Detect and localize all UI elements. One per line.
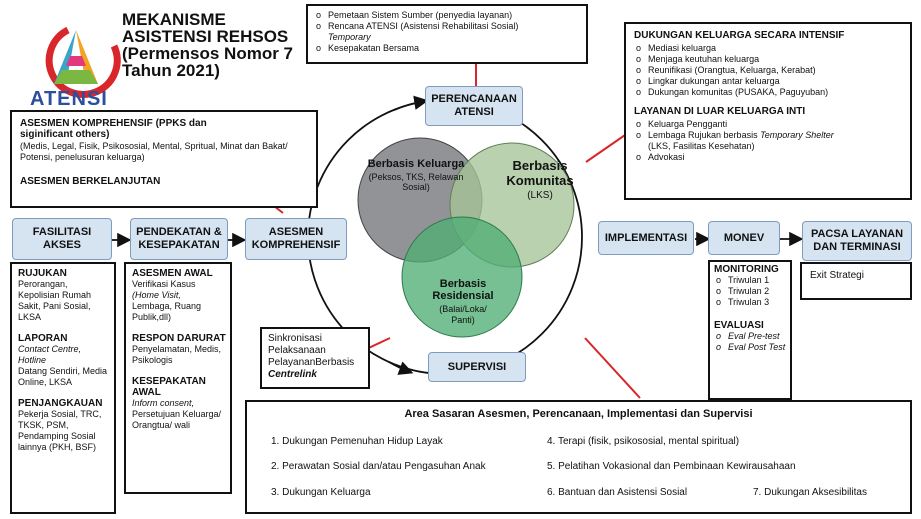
monitoring-list: Triwulan 1 Triwulan 2 Triwulan 3 (714, 275, 786, 308)
dukungan-item: Menjaga keutuhan keluarga (634, 54, 902, 65)
ring-arrow-top (393, 95, 429, 111)
sinkronisasi-box: Sinkronisasi Pelaksanaan PelayananBerbas… (260, 327, 370, 389)
top-list-item2-italic: Temporary (328, 32, 371, 42)
venn-komunitas-sub: (LKS) (527, 190, 553, 201)
monitoring-item: Triwulan 2 (714, 286, 786, 297)
area-item-1: 1. Dukungan Pemenuhan Hidup Layak (271, 436, 443, 447)
venn-komunitas-title: Berbasis Komunitas (506, 158, 574, 188)
laporan-heading: LAPORAN (18, 333, 68, 344)
top-list-item2-text: Rencana ATENSI (Asistensi Rehabilitasi S… (328, 21, 519, 31)
node-fasilitasi[interactable]: FASILITASI AKSES (12, 218, 112, 260)
left-column-box: RUJUKAN Perorangan, Kepolisian Rumah Sak… (10, 262, 116, 514)
asesmen-heading2: siginificant others) (20, 129, 110, 140)
node-monev[interactable]: MONEV (708, 221, 780, 255)
laporan-body: Datang Sendiri, Media Online, LKSA (18, 366, 108, 387)
area-sasaran-title: Area Sasaran Asesmen, Perencanaan, Imple… (404, 408, 753, 420)
area-sasaran-box: Area Sasaran Asesmen, Perencanaan, Imple… (245, 400, 912, 514)
monitoring-heading: MONITORING (714, 264, 779, 275)
sinkronisasi-text: Sinkronisasi Pelaksanaan PelayananBerbas… (268, 333, 355, 368)
top-list-item1: Pemetaan Sistem Sumber (penyedia layanan… (314, 10, 580, 21)
area-item-7: 7. Dukungan Aksesibilitas (753, 487, 867, 498)
node-perencanaan[interactable]: PERENCANAAN ATENSI (425, 86, 523, 126)
evaluasi-list: Eval Pre-test Eval Post Test (714, 331, 786, 353)
penjangkauan-body: Pekerja Sosial, TRC, TKSK, PSM, Pendampi… (18, 409, 102, 452)
page-title: MEKANISME ASISTENSI REHSOS (Permensos No… (122, 11, 293, 79)
layanan-list: Keluarga Pengganti Lembaga Rujukan berba… (634, 119, 902, 163)
asesmen-heading: ASESMEN KOMPREHENSIF (PPKS dan (20, 118, 207, 129)
venn-komunitas-label: Berbasis Komunitas (LKS) (500, 158, 580, 202)
venn-residensial-label: Berbasis Residensial (Balai/Loka/ Panti) (408, 278, 518, 326)
evaluasi-heading: EVALUASI (714, 320, 764, 331)
mid-column-box: ASESMEN AWAL Verifikasi Kasus (Home Visi… (124, 262, 232, 494)
dukungan-item: Reunifikasi (Orangtua, Keluarga, Kerabat… (634, 65, 902, 76)
evaluasi-item: Eval Pre-test (714, 331, 786, 342)
layanan-item-italic: Temporary Shelter (760, 130, 834, 140)
venn-keluarga-title: Berbasis Keluarga (367, 158, 465, 170)
title-line1: MEKANISME (122, 10, 226, 29)
logo-text: ATENSI (30, 88, 108, 110)
dukungan-keluarga-box: DUKUNGAN KELUARGA SECARA INTENSIF Medias… (624, 22, 912, 200)
asesmen-awal-body2: Lembaga, Ruang Publik,dll) (132, 301, 202, 322)
node-pasca[interactable]: PACSA LAYANAN DAN TERMINASI (802, 221, 912, 261)
layanan-item: Keluarga Pengganti (634, 119, 902, 130)
area-item-3: 3. Dukungan Keluarga (271, 487, 371, 498)
node-pendekatan[interactable]: PENDEKATAN & KESEPAKATAN (130, 218, 228, 260)
asesmen-awal-italic: (Home Visit, (132, 290, 181, 300)
kesepakatan-heading: KESEPAKATAN AWAL (132, 376, 206, 398)
title-line2: ASISTENSI REHSOS (122, 27, 289, 46)
ring-arrow-left (388, 361, 414, 375)
rujukan-body: Perorangan, Kepolisian Rumah Sakit, Pani… (18, 279, 92, 322)
rujukan-heading: RUJUKAN (18, 268, 67, 279)
monitoring-item: Triwulan 1 (714, 275, 786, 286)
area-item-5: 5. Pelatihan Vokasional dan Pembinaan Ke… (547, 461, 796, 472)
title-line4: Tahun 2021) (122, 61, 220, 80)
venn-residensial-sub: (Balai/Loka/ Panti) (439, 304, 487, 325)
venn-residensial (401, 216, 523, 338)
title-line3: (Permensos Nomor 7 (122, 44, 293, 63)
sinkronisasi-bold: Centrelink (268, 369, 317, 380)
evaluasi-item: Eval Post Test (714, 342, 786, 353)
asesmen-body: (Medis, Legal, Fisik, Psikososial, Menta… (20, 141, 288, 162)
connector-right-top (585, 132, 629, 163)
dukungan-list: Mediasi keluarga Menjaga keutuhan keluar… (634, 43, 902, 98)
top-center-box: Pemetaan Sistem Sumber (penyedia layanan… (306, 4, 588, 64)
respon-heading: RESPON DARURAT (132, 333, 226, 344)
layanan-heading: LAYANAN DI LUAR KELUARGA INTI (634, 106, 806, 117)
dukungan-heading: DUKUNGAN KELUARGA SECARA INTENSIF (634, 30, 845, 41)
asesmen-footer: ASESMEN BERKELANJUTAN (20, 176, 161, 187)
asesmen-awal-body1: Verifikasi Kasus (132, 279, 196, 289)
kesepakatan-italic: Inform consent, (132, 398, 195, 408)
laporan-italic: Contact Centre, Hotline (18, 344, 82, 365)
layanan-item-sub: (LKS, Fasilitas Kesehatan) (648, 141, 755, 151)
venn-keluarga-label: Berbasis Keluarga (Peksos, TKS, Relawan … (366, 158, 466, 192)
asesmen-komprehensif-box: ASESMEN KOMPREHENSIF (PPKS dan siginific… (10, 110, 318, 208)
monev-detail-box: MONITORING Triwulan 1 Triwulan 2 Triwula… (708, 260, 792, 400)
asesmen-awal-heading: ASESMEN AWAL (132, 268, 213, 279)
area-item-6: 6. Bantuan dan Asistensi Sosial (547, 487, 688, 498)
node-asesmen[interactable]: ASESMEN KOMPREHENSIF (245, 218, 347, 260)
respon-body: Penyelamatan, Medis, Psikologis (132, 344, 222, 365)
top-list-item2: Rencana ATENSI (Asistensi Rehabilitasi S… (314, 21, 580, 43)
layanan-item-text: Lembaga Rujukan berbasis (648, 130, 761, 140)
kesepakatan-body: Persetujuan Keluarga/ Orangtua/ wali (132, 409, 222, 430)
venn-keluarga-sub: (Peksos, TKS, Relawan Sosial) (368, 172, 464, 192)
area-item-4: 4. Terapi (fisik, psikososial, mental sp… (547, 436, 740, 447)
exit-strategi-box: Exit Strategi (800, 262, 912, 300)
venn-residensial-title: Berbasis Residensial (432, 278, 494, 302)
area-item-2: 2. Perawatan Sosial dan/atau Pengasuhan … (271, 461, 486, 472)
node-implementasi[interactable]: IMPLEMENTASI (598, 221, 694, 255)
monitoring-item: Triwulan 3 (714, 297, 786, 308)
atensi-logo-icon (45, 26, 121, 98)
connector-bottom (584, 337, 641, 399)
layanan-item: Advokasi (634, 152, 902, 163)
dukungan-item: Lingkar dukungan antar keluarga (634, 76, 902, 87)
exit-strategi-text: Exit Strategi (810, 270, 864, 281)
node-supervisi[interactable]: SUPERVISI (428, 352, 526, 382)
top-list-item3: Kesepakatan Bersama (314, 43, 580, 54)
penjangkauan-heading: PENJANGKAUAN (18, 398, 103, 409)
layanan-item: Lembaga Rujukan berbasis Temporary Shelt… (634, 130, 902, 152)
dukungan-item: Mediasi keluarga (634, 43, 902, 54)
dukungan-item: Dukungan komunitas (PUSAKA, Paguyuban) (634, 87, 902, 98)
